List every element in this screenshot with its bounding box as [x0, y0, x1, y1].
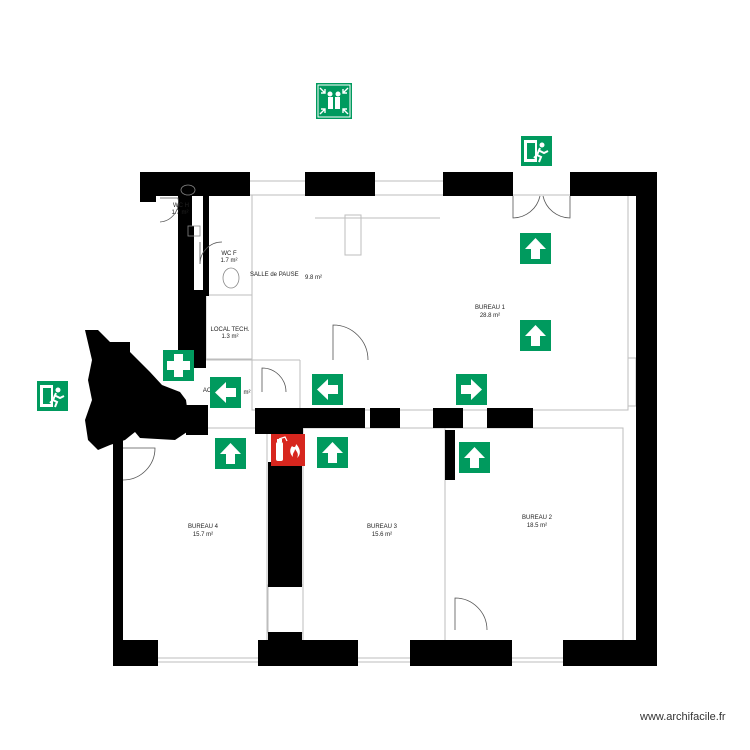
- wc-fixtures: [180, 184, 240, 289]
- bureau1-name: BUREAU 1: [475, 305, 506, 311]
- arrow-up-icon: [459, 442, 490, 473]
- arrow-left-icon: [312, 374, 343, 405]
- pause-name: SALLE de PAUSE: [250, 272, 299, 278]
- emergency-exit-icon: [521, 136, 552, 166]
- bureau4-name: BUREAU 4: [188, 524, 219, 530]
- bureau1-area: 28.8 m²: [480, 313, 500, 319]
- room-labels: WC H 1.7 m² WC F 1.7 m² SALLE de PAUSE 9…: [171, 203, 552, 538]
- arrow-up-icon: [520, 233, 551, 264]
- wch-name: WC H: [173, 203, 189, 209]
- assembly-point-icon: [316, 83, 352, 119]
- bureau3-name: BUREAU 3: [367, 524, 398, 530]
- acc-name: AC: [203, 388, 212, 394]
- first-aid-icon: [163, 350, 194, 381]
- wcf-area: 1.7 m²: [220, 258, 237, 264]
- bureau4-area: 15.7 m²: [193, 532, 213, 538]
- local-name: LOCAL TECH.: [210, 327, 249, 333]
- bureau2-name: BUREAU 2: [522, 515, 553, 521]
- wcf-name: WC F: [221, 251, 237, 257]
- arrow-up-icon: [215, 438, 246, 469]
- walls: [85, 172, 657, 666]
- fire-extinguisher-icon: [271, 434, 305, 466]
- watermark: www.archifacile.fr: [640, 711, 726, 723]
- emergency-exit-icon: [37, 381, 68, 411]
- doors: [122, 195, 571, 631]
- bureau3-area: 15.6 m²: [372, 532, 392, 538]
- wch-area: 1.7 m²: [171, 210, 188, 216]
- bureau2-area: 18.5 m²: [527, 523, 547, 529]
- arrow-up-icon: [520, 320, 551, 351]
- arrow-left-icon: [210, 377, 241, 408]
- acc-area: m²: [244, 390, 251, 396]
- pause-area: 9.8 m²: [305, 275, 322, 281]
- arrow-right-icon: [456, 374, 487, 405]
- local-area: 1.3 m²: [221, 334, 238, 340]
- arrow-up-icon: [317, 437, 348, 468]
